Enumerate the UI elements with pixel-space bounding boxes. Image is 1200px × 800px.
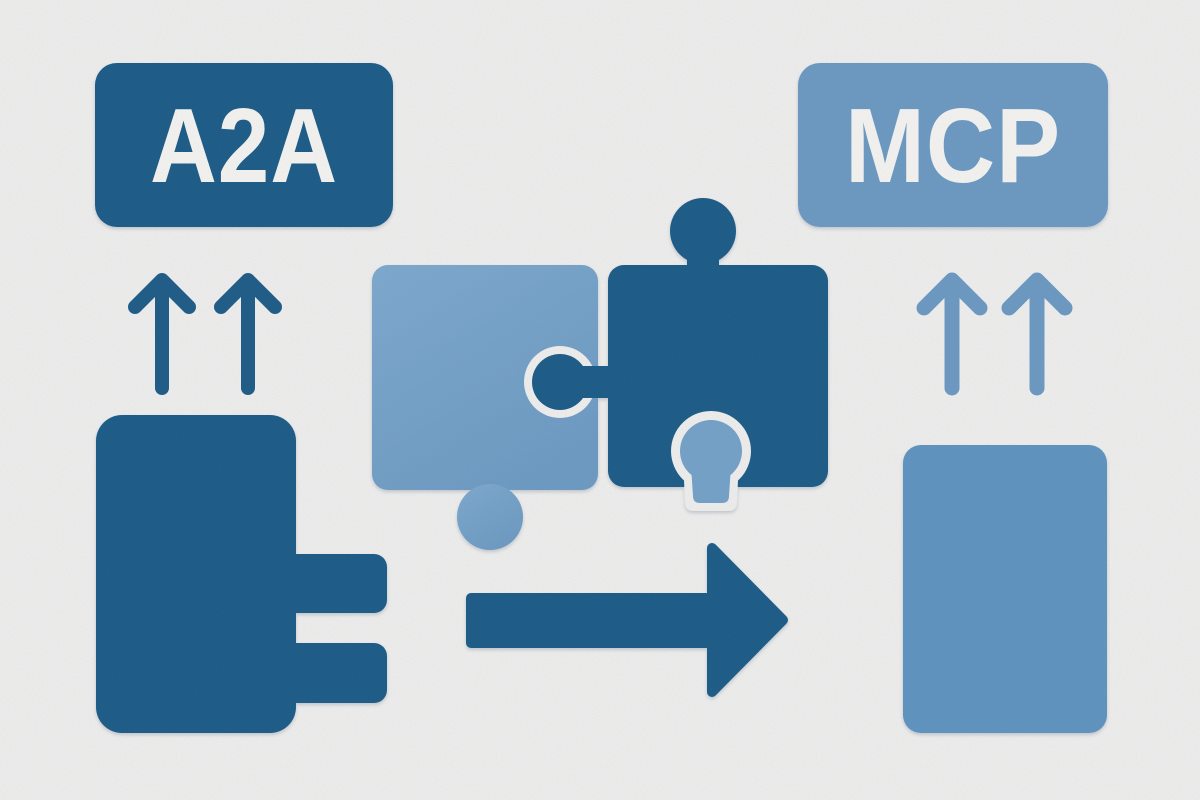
mcp-badge-label: MCP: [845, 87, 1061, 205]
a2a-badge: A2A: [95, 63, 393, 227]
mcp-badge: MCP: [798, 63, 1108, 227]
puzzle-piece-light-tab: [457, 484, 523, 550]
lightbulb-base: [691, 466, 731, 503]
right-panel-box: [903, 445, 1107, 733]
a2a-badge-label: A2A: [150, 87, 338, 205]
plug-prong-bottom: [280, 643, 387, 703]
plug-prong-top: [280, 554, 387, 613]
plug-body: [96, 415, 296, 733]
